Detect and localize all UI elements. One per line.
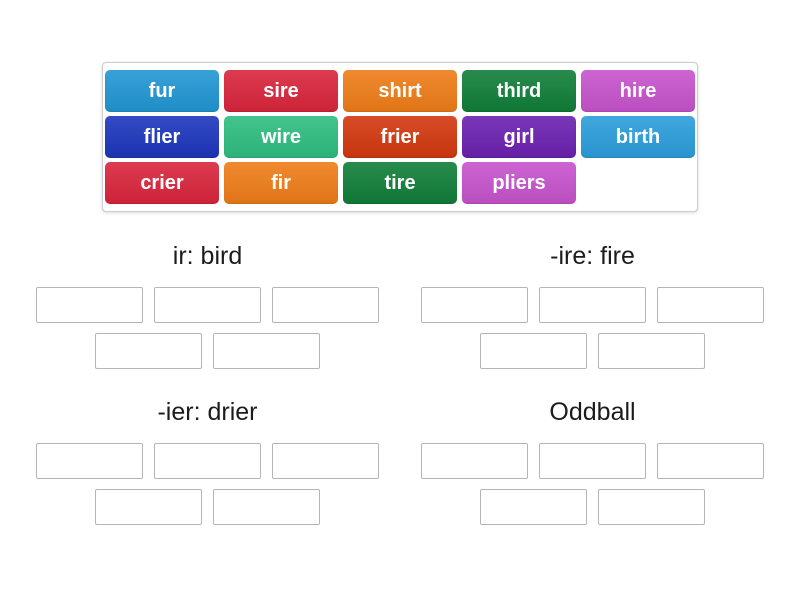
word-tile-birth[interactable]: birth — [581, 116, 695, 158]
drop-slot[interactable] — [95, 333, 202, 369]
group-ire-fire: -ire: fire — [420, 240, 765, 379]
group-title: Oddball — [549, 398, 636, 426]
word-tile-third[interactable]: third — [462, 70, 576, 112]
slot-row — [35, 443, 380, 479]
slot-row — [420, 333, 765, 369]
drop-slot[interactable] — [657, 443, 764, 479]
word-tile-sire[interactable]: sire — [224, 70, 338, 112]
drop-slot[interactable] — [480, 489, 587, 525]
drop-slot[interactable] — [421, 443, 528, 479]
slot-row — [35, 333, 380, 369]
drop-slot[interactable] — [598, 333, 705, 369]
slot-row — [420, 443, 765, 479]
slot-row — [420, 489, 765, 525]
drop-slot[interactable] — [213, 333, 320, 369]
word-tile-crier[interactable]: crier — [105, 162, 219, 204]
word-tile-fur[interactable]: fur — [105, 70, 219, 112]
group-oddball: Oddball — [420, 396, 765, 535]
word-tile-wire[interactable]: wire — [224, 116, 338, 158]
drop-slot[interactable] — [272, 287, 379, 323]
drop-slot[interactable] — [95, 489, 202, 525]
drop-slot[interactable] — [213, 489, 320, 525]
word-tile-frier[interactable]: frier — [343, 116, 457, 158]
word-tile-girl[interactable]: girl — [462, 116, 576, 158]
word-tile-tire[interactable]: tire — [343, 162, 457, 204]
drop-slot[interactable] — [154, 287, 261, 323]
group-title: -ire: fire — [550, 242, 635, 270]
group-ir-bird: ir: bird — [35, 240, 380, 379]
word-tile-fir[interactable]: fir — [224, 162, 338, 204]
drop-slot[interactable] — [539, 443, 646, 479]
drop-slot[interactable] — [272, 443, 379, 479]
group-ier-drier: -ier: drier — [35, 396, 380, 535]
slot-row — [35, 489, 380, 525]
drop-slot[interactable] — [36, 443, 143, 479]
word-tile-shirt[interactable]: shirt — [343, 70, 457, 112]
drop-slot[interactable] — [598, 489, 705, 525]
drop-slot[interactable] — [36, 287, 143, 323]
word-tile-pliers[interactable]: pliers — [462, 162, 576, 204]
drop-slot[interactable] — [539, 287, 646, 323]
group-title: -ier: drier — [157, 398, 258, 426]
drop-slot[interactable] — [421, 287, 528, 323]
word-tile-flier[interactable]: flier — [105, 116, 219, 158]
slot-row — [35, 287, 380, 323]
drop-slot[interactable] — [657, 287, 764, 323]
drop-slot[interactable] — [154, 443, 261, 479]
group-title: ir: bird — [172, 242, 243, 270]
slot-row — [420, 287, 765, 323]
drop-slot[interactable] — [480, 333, 587, 369]
word-tile-hire[interactable]: hire — [581, 70, 695, 112]
